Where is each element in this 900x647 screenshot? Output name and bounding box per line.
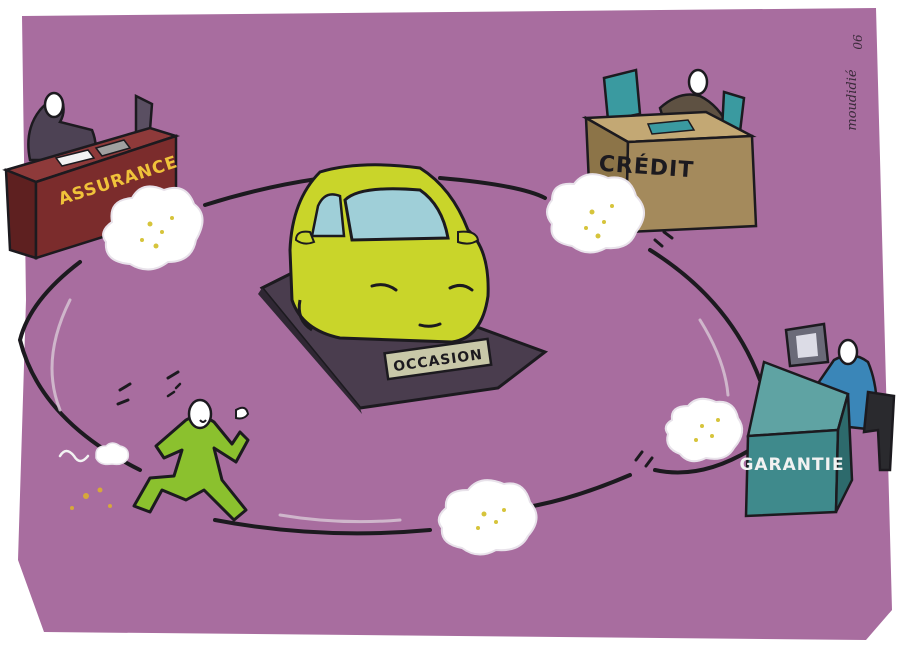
runner-mouth — [199, 419, 207, 423]
car-side-window — [310, 193, 346, 238]
runner-sweat — [166, 382, 182, 398]
garantie-clerk-head — [837, 338, 859, 366]
garantie-desk-side — [834, 393, 854, 513]
garantie-station: GARANTIE — [739, 322, 896, 518]
credit-monitor — [602, 68, 642, 122]
car-mirror-left — [294, 230, 316, 245]
credit-station: CRÉDIT — [581, 68, 758, 234]
dust-cloud-small — [95, 442, 130, 466]
signature: moudidié — [845, 69, 860, 130]
car-windshield — [343, 187, 450, 242]
signature-name: moudidié — [845, 69, 860, 130]
assurance-paper-2 — [94, 139, 132, 157]
dust-trail — [70, 487, 112, 510]
dust-cloud-credit — [546, 173, 645, 254]
dust-scribble — [58, 449, 90, 463]
runner-fist — [235, 406, 250, 420]
credit-desk-front — [624, 134, 758, 234]
assurance-station: ASSURANCE — [2, 91, 180, 260]
signature-year: 06 — [851, 34, 865, 50]
dust-cloud-bottom — [437, 479, 538, 556]
track-highlight — [50, 298, 730, 524]
running-man — [132, 382, 250, 522]
credit-keyboard — [646, 119, 696, 135]
car-mirror — [457, 230, 480, 245]
assurance-paper — [54, 149, 96, 167]
motion-dashes — [116, 230, 674, 468]
assurance-clerk-head — [43, 91, 65, 119]
dust-cloud-garantie — [664, 397, 744, 463]
car-headlight-left — [370, 283, 398, 292]
credit-clerk-head — [687, 68, 709, 96]
car-wheel — [297, 299, 313, 332]
garantie-sign: GARANTIE — [739, 455, 844, 475]
runner-head — [187, 398, 213, 430]
car-grille — [418, 322, 442, 328]
car-headlight-right — [448, 283, 474, 292]
dust-cloud-assurance — [102, 185, 204, 271]
garantie-chair — [862, 390, 896, 472]
assurance-desk — [4, 168, 38, 260]
car-display: OCCASION — [258, 163, 549, 414]
